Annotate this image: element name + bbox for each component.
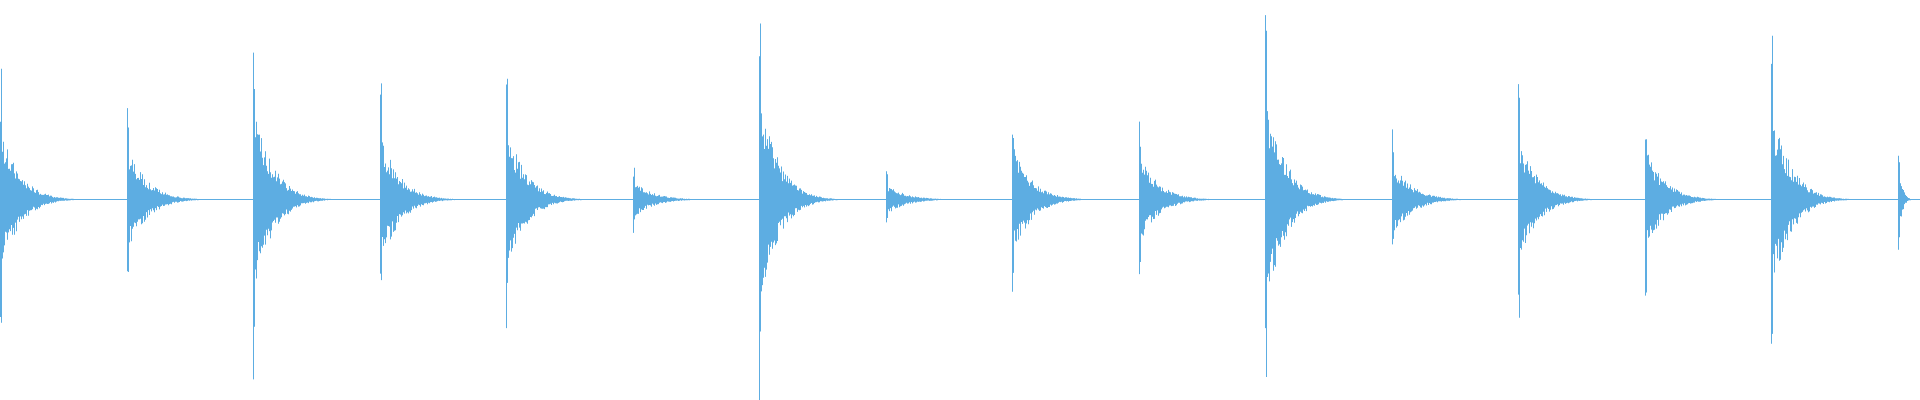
waveform-hit-10 — [1139, 121, 1257, 275]
waveform-hit-12 — [1392, 129, 1510, 245]
waveform-hit-1 — [0, 68, 118, 323]
waveform-hit-3 — [253, 52, 371, 380]
waveform-hits — [0, 15, 1920, 400]
waveform-hit-5 — [506, 78, 624, 329]
waveform-hit-2 — [127, 108, 245, 272]
waveform-hit-7 — [759, 23, 877, 400]
waveform-hit-9 — [1012, 134, 1130, 292]
waveform-hit-14 — [1645, 139, 1763, 296]
waveform-hit-15 — [1771, 35, 1889, 344]
waveform-hit-8 — [886, 171, 1004, 223]
waveform-hit-16 — [1898, 155, 1920, 250]
waveform-hit-11 — [1265, 15, 1383, 377]
waveform-hit-13 — [1518, 84, 1636, 318]
waveform-hit-4 — [380, 83, 498, 281]
waveform-hit-6 — [633, 167, 751, 233]
